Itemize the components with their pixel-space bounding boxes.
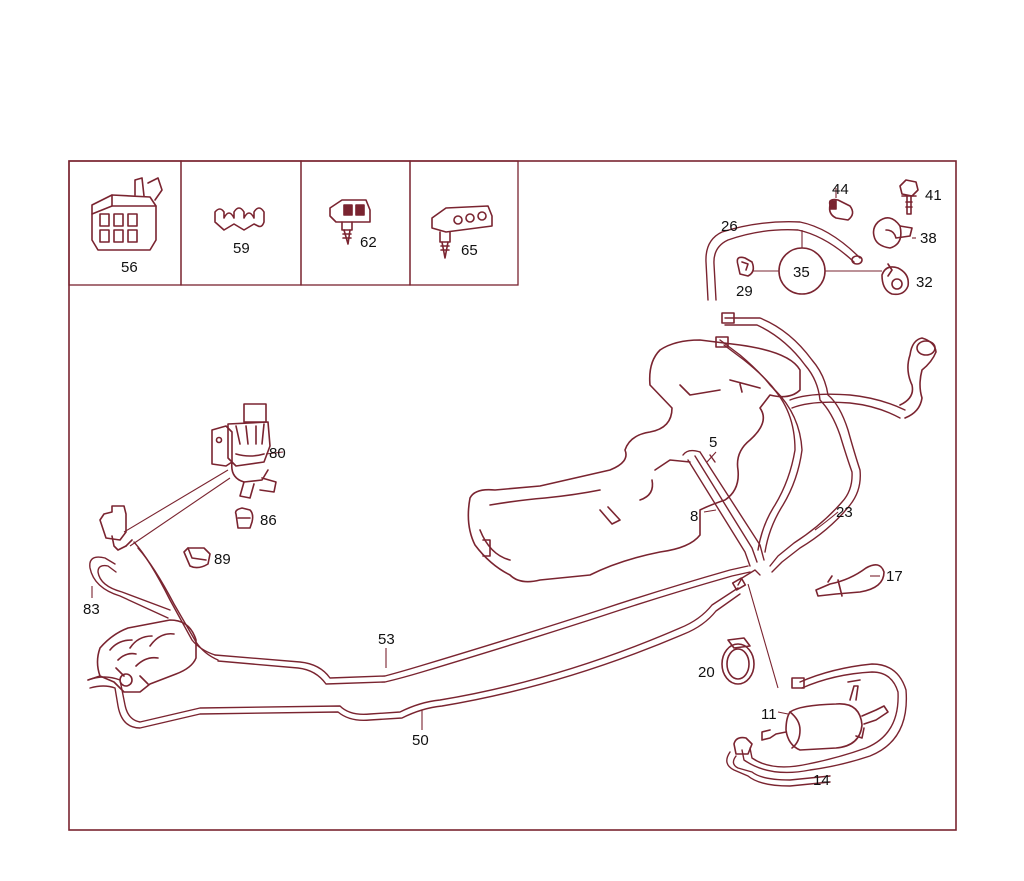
clamp-29: [736, 256, 755, 277]
callout-44: 44: [832, 181, 849, 198]
bolt-41: [899, 179, 919, 215]
fuel-line-23: [715, 312, 861, 573]
callout-59: 59: [233, 240, 250, 257]
vent-hose: [789, 337, 937, 419]
callout-20: 20: [698, 664, 715, 681]
vent-hose-26: [705, 221, 863, 301]
pipe-clip-icon: [214, 207, 265, 231]
fuel-tank: [467, 339, 801, 583]
callout-56: 56: [121, 259, 138, 276]
callout-38: 38: [920, 230, 937, 247]
callout-35: 35: [793, 264, 810, 281]
intake-manifold: [87, 619, 197, 693]
callout-80: 80: [269, 445, 286, 462]
callout-17: 17: [886, 568, 903, 585]
hose-clamp-20: [721, 637, 755, 685]
stud-clip-icon: [329, 199, 371, 245]
fuel-line-50: [87, 569, 761, 729]
fuel-filter-11: [761, 679, 889, 751]
callout-62: 62: [360, 234, 377, 251]
connector-block-icon: [91, 177, 163, 251]
fuel-line-53: [214, 565, 751, 685]
callout-8: 8: [690, 508, 698, 525]
callout-41: 41: [925, 187, 942, 204]
callout-14: 14: [813, 772, 830, 789]
callout-5: 5: [709, 434, 717, 451]
callout-86: 86: [260, 512, 277, 529]
leader-lines: [91, 188, 916, 730]
valve-holder-83: [99, 505, 133, 551]
callout-65: 65: [461, 242, 478, 259]
clamp-44: [828, 198, 854, 221]
grommet-38: [872, 217, 913, 249]
callout-89: 89: [214, 551, 231, 568]
callout-53: 53: [378, 631, 395, 648]
cable-tie-17: [815, 564, 885, 597]
clamp-89: [183, 547, 211, 569]
callout-11: 11: [761, 706, 777, 723]
valve-80: [211, 403, 277, 499]
triple-clip-icon: [431, 205, 493, 259]
callout-32: 32: [916, 274, 933, 291]
callout-26: 26: [721, 218, 738, 235]
callout-83: 83: [83, 601, 100, 618]
callout-50: 50: [412, 732, 429, 749]
fuel-line-14: [726, 663, 908, 787]
assembly-35: [752, 230, 882, 295]
fuel-line-83: [89, 541, 219, 661]
callout-23: 23: [836, 504, 853, 521]
grommet-32: [881, 263, 910, 296]
fuel-line-8-5: [682, 449, 765, 567]
check-valve-86: [234, 507, 254, 529]
inset-grid: [68, 160, 519, 286]
callout-29: 29: [736, 283, 753, 300]
